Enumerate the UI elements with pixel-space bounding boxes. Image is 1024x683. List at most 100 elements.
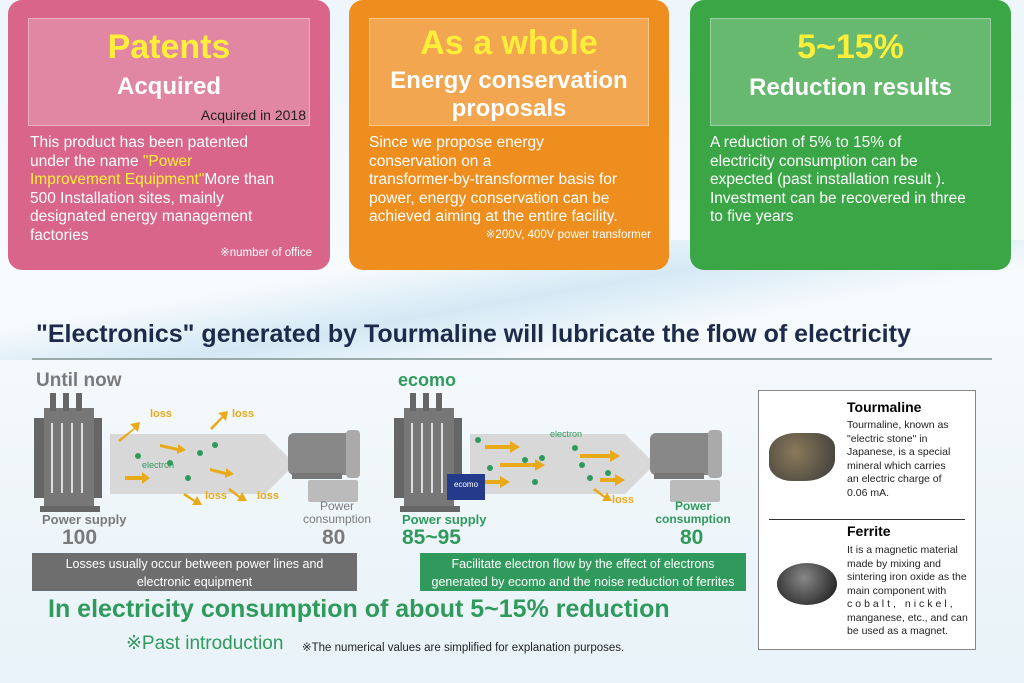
card-subtitle: Acquired bbox=[116, 73, 221, 100]
power-supply-label: Power supply bbox=[402, 512, 487, 527]
headline: "Electronics" generated by Tourmaline wi… bbox=[36, 320, 911, 348]
body-line: conservation on a bbox=[369, 152, 492, 170]
card-subtitle: proposals bbox=[451, 95, 567, 122]
text-line: sintering iron oxide as the bbox=[847, 571, 967, 583]
electron-arrows bbox=[465, 441, 625, 501]
card-subtitle: Reduction results bbox=[749, 74, 952, 101]
air-conditioner-icon bbox=[308, 480, 358, 502]
body-line: This product has been patented bbox=[30, 134, 249, 151]
card-header-box bbox=[28, 18, 310, 126]
text-line: Japanese, is a special bbox=[847, 446, 951, 458]
label-line: consumption bbox=[302, 512, 372, 526]
card-title: 5~15% bbox=[797, 28, 904, 66]
body-line: electricity consumption can be bbox=[710, 152, 918, 170]
text-line: "electric stone" in bbox=[847, 432, 928, 445]
body-line: transformer-by-transformer basis for bbox=[369, 171, 618, 188]
body-line: A reduction of 5% to 15% of bbox=[710, 134, 902, 151]
acquired-year: Acquired in 2018 bbox=[200, 107, 306, 123]
electron-label: electron bbox=[142, 460, 175, 470]
power-consumption-value: 80 bbox=[322, 526, 346, 549]
tourmaline-image bbox=[769, 433, 835, 481]
result-statement: In electricity consumption of about 5~15… bbox=[48, 595, 670, 623]
ferrite-title: Ferrite bbox=[847, 523, 891, 539]
before-caption: Losses usually occur between power lines… bbox=[32, 553, 357, 591]
loss-label: loss bbox=[232, 408, 255, 420]
text-line: Tourmaline, known as bbox=[847, 419, 949, 431]
loss-arrows bbox=[118, 411, 247, 505]
divider bbox=[769, 519, 965, 520]
motor-icon bbox=[650, 430, 722, 479]
ferrite-image bbox=[777, 563, 837, 605]
label-line: consumption bbox=[655, 512, 731, 526]
past-introduction: ※Past introduction bbox=[126, 633, 284, 654]
body-line: to five years bbox=[710, 208, 794, 225]
transformer-icon bbox=[394, 393, 462, 512]
body-line: factories bbox=[30, 226, 89, 244]
caption-line: generated by ecomo and the noise reducti… bbox=[431, 575, 735, 589]
text-line: mineral which carries bbox=[847, 459, 946, 472]
label-line: Power bbox=[674, 499, 711, 513]
results-card: 5~15% Reduction results A reduction of 5… bbox=[690, 0, 1011, 270]
electron-dots bbox=[135, 442, 218, 481]
caption-line: Losses usually occur between power lines… bbox=[65, 557, 324, 571]
power-supply-label: Power supply bbox=[42, 512, 127, 527]
body-line: under the name "Power bbox=[30, 153, 274, 172]
card-header-box bbox=[710, 18, 991, 126]
tourmaline-title: Tourmaline bbox=[847, 399, 922, 415]
body-line: Investment can be recovered in three bbox=[710, 189, 966, 207]
text-line: manganese, etc., and can bbox=[847, 611, 968, 624]
body-line: power, energy conservation can be bbox=[369, 189, 610, 207]
disclaimer: ※The numerical values are simplified for… bbox=[302, 642, 625, 654]
materials-panel: Tourmaline Tourmaline, known as"electric… bbox=[758, 390, 976, 650]
patent-name: "Power bbox=[142, 152, 193, 170]
text-line: be used as a magnet. bbox=[847, 625, 948, 637]
until-now-title: Until now bbox=[36, 370, 122, 391]
text-line: 0.06 mA. bbox=[847, 486, 890, 499]
divider bbox=[32, 358, 992, 360]
patents-card: Patents Acquired Acquired in 2018 This p… bbox=[8, 0, 330, 270]
body-line: Since we propose energy bbox=[369, 134, 544, 151]
body-line: achieved aiming at the entire facility. bbox=[369, 208, 618, 225]
loss-label: loss bbox=[150, 408, 173, 420]
ecomo-title: ecomo bbox=[398, 370, 457, 390]
electron-dots bbox=[475, 437, 611, 485]
power-consumption-value: 80 bbox=[680, 526, 704, 549]
ecomo-device bbox=[447, 474, 485, 500]
text-line: main component with bbox=[847, 584, 947, 597]
flow-arrow-before bbox=[110, 434, 295, 494]
text-line: It is a magnetic material bbox=[847, 544, 958, 556]
caption-line: Facilitate electron flow by the effect o… bbox=[451, 557, 715, 571]
whole-card: As a whole Energy conservation proposals… bbox=[349, 0, 669, 270]
motor-icon bbox=[288, 430, 360, 479]
patent-name: Improvement Equipment" bbox=[30, 171, 205, 188]
after-caption: Facilitate electron flow by the effect o… bbox=[420, 553, 746, 591]
label-line: Power bbox=[319, 499, 354, 513]
power-supply-value: 100 bbox=[62, 526, 98, 549]
card-body: A reduction of 5% to 15% of electricity … bbox=[710, 134, 966, 227]
body-text: under the name bbox=[30, 152, 143, 170]
card-body: This product has been patented under the… bbox=[30, 134, 274, 245]
body-text: More than bbox=[204, 171, 275, 188]
air-conditioner-icon bbox=[670, 480, 720, 502]
card-note: ※number of office bbox=[220, 247, 312, 259]
text-line: cobalt, nickel, bbox=[847, 598, 956, 610]
card-title: As a whole bbox=[420, 24, 598, 62]
body-line: designated energy management bbox=[30, 208, 253, 225]
diagram-graphics bbox=[34, 393, 722, 512]
flow-arrow-after bbox=[470, 434, 655, 494]
transformer-icon bbox=[34, 393, 102, 512]
card-title: Patents bbox=[107, 28, 231, 66]
power-supply-value: 85~95 bbox=[402, 526, 461, 549]
caption-line: electronic equipment bbox=[136, 575, 253, 589]
card-note: ※200V, 400V power transformer bbox=[485, 229, 651, 241]
loss-label: loss bbox=[257, 490, 280, 502]
card-body: Since we propose energy conservation on … bbox=[369, 134, 618, 227]
loss-label: loss bbox=[205, 490, 228, 502]
card-subtitle: Energy conservation bbox=[390, 67, 628, 94]
electron-label: electron bbox=[550, 429, 583, 439]
body-line: 500 Installation sites, mainly bbox=[30, 189, 224, 207]
ecomo-badge: ecomo bbox=[454, 480, 479, 489]
flow-diagram: Until now loss loss loss loss electron P… bbox=[30, 368, 750, 596]
